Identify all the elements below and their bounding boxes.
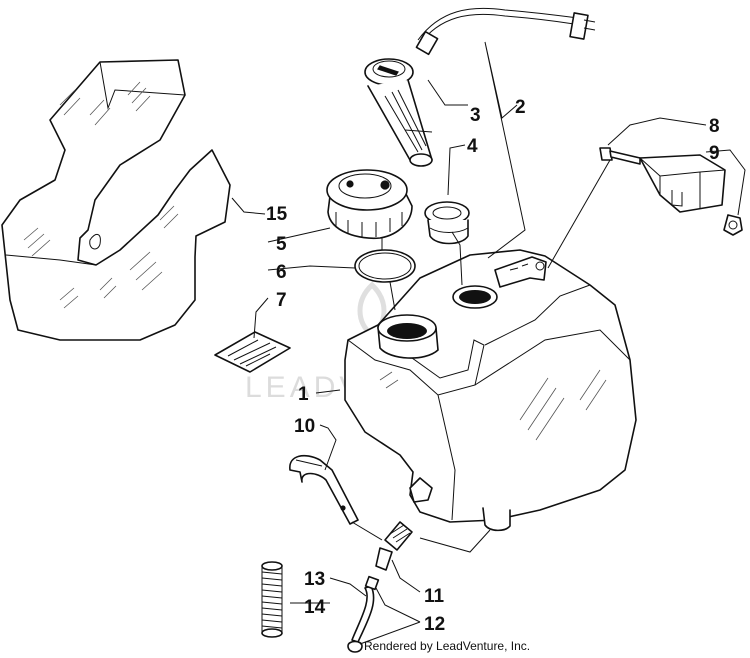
part-fuel-cap <box>326 169 413 240</box>
callout-7: 7 <box>276 290 287 311</box>
callout-8: 8 <box>709 116 720 137</box>
part-fuel-tank <box>344 249 637 532</box>
callout-15: 15 <box>266 204 288 225</box>
part-fuel-hose <box>347 575 380 653</box>
part-o-ring <box>354 249 416 283</box>
callout-5: 5 <box>276 234 287 255</box>
part-sender-tube <box>364 58 433 167</box>
callout-1: 1 <box>298 384 309 405</box>
callout-3: 3 <box>470 105 481 126</box>
callouts: 1 2 3 4 5 6 7 8 9 10 11 12 13 14 15 <box>266 97 720 635</box>
part-sender-grommet <box>424 201 470 245</box>
part-fuel-gauge-sender-wire <box>415 7 596 56</box>
part-strap <box>289 454 359 525</box>
leader-lines <box>231 41 746 645</box>
callout-13: 13 <box>304 569 325 590</box>
callout-10: 10 <box>294 416 315 437</box>
callout-4: 4 <box>467 136 478 157</box>
callout-2: 2 <box>515 97 526 118</box>
callout-9: 9 <box>709 143 720 164</box>
part-fitting <box>375 521 413 571</box>
part-bracket-hardware <box>599 147 743 236</box>
part-spring-sleeve <box>261 561 283 638</box>
part-decal <box>214 331 291 373</box>
part-heat-shield <box>1 59 231 341</box>
callout-11: 11 <box>424 586 445 607</box>
callout-6: 6 <box>276 262 287 283</box>
callout-12: 12 <box>424 614 445 635</box>
credit-text: Rendered by LeadVenture, Inc. <box>364 639 531 653</box>
callout-14: 14 <box>304 597 326 618</box>
